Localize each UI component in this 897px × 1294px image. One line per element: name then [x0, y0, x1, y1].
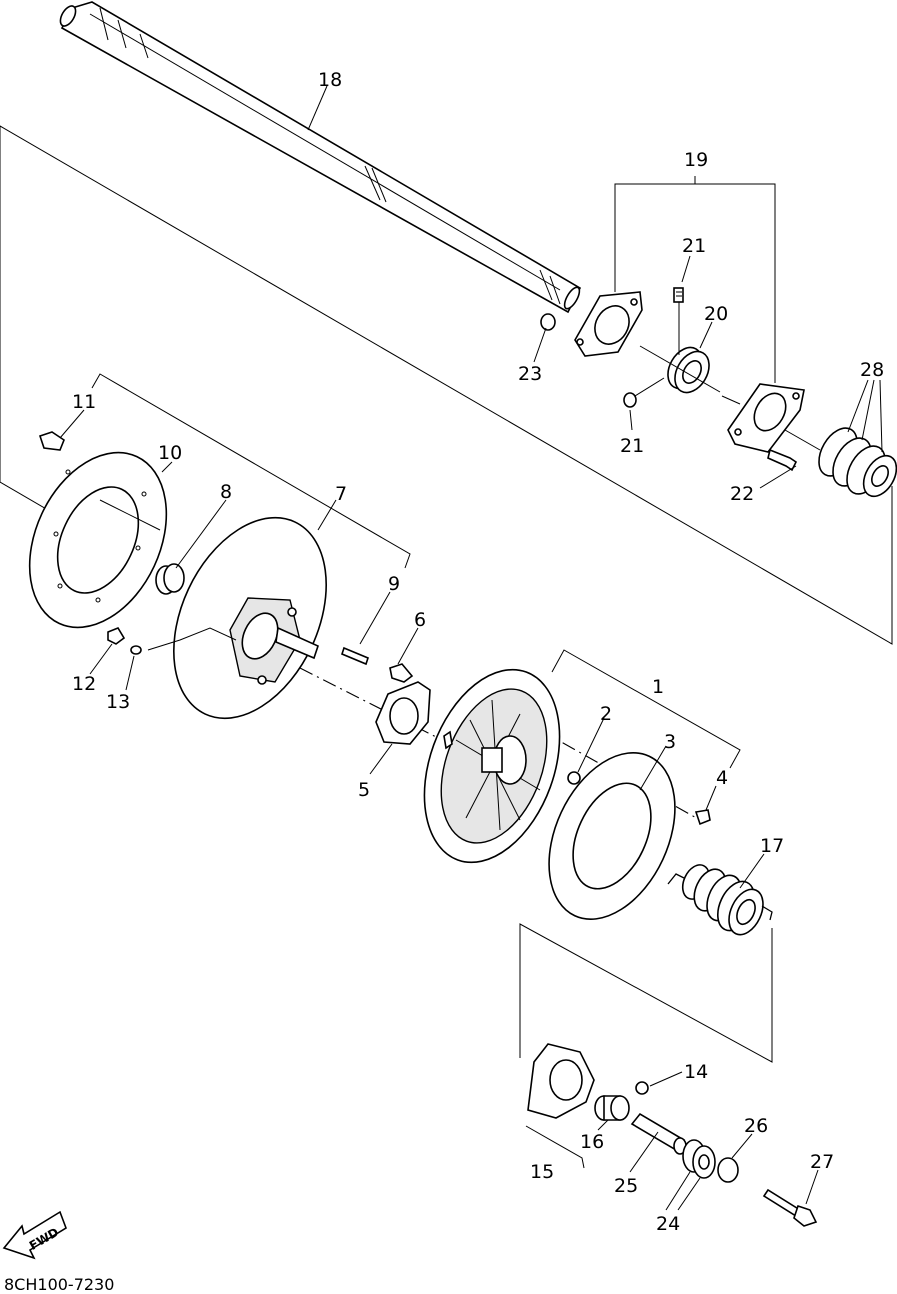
bolt-outer-plate [38, 431, 65, 451]
collar [99, 499, 185, 595]
callout-7: 7 [335, 483, 347, 505]
callout-18: 18 [318, 69, 342, 91]
callout-12: 12 [72, 673, 96, 695]
spring [667, 864, 773, 936]
outer-plate [28, 451, 168, 629]
spacer [630, 1112, 687, 1155]
callout-21-lower: 21 [620, 435, 644, 457]
cover-plate [375, 681, 431, 745]
washer-pair [682, 1139, 716, 1179]
nut-lower-bearing [623, 377, 665, 408]
callout-5: 5 [358, 779, 370, 801]
callout-11: 11 [72, 391, 96, 413]
inner-plate [548, 752, 676, 920]
callout-6: 6 [414, 609, 426, 631]
nut-flange [540, 313, 556, 331]
slider [567, 771, 581, 785]
callout-10: 10 [158, 442, 182, 464]
callout-4: 4 [716, 767, 728, 789]
grease-nipple [673, 287, 684, 355]
seal-bellows [818, 427, 897, 498]
callout-22: 22 [730, 483, 754, 505]
washer-end [717, 1157, 739, 1183]
forward-arrow-icon: FWD [2, 1210, 67, 1260]
screw [694, 809, 711, 826]
bolt-sheave [107, 627, 126, 645]
drawing-code: 8CH100-7230 [4, 1275, 114, 1294]
callout-20: 20 [704, 303, 728, 325]
callout-8: 8 [220, 481, 232, 503]
callout-15: 15 [530, 1161, 554, 1183]
spring-seat [527, 1043, 595, 1119]
callout-19: 19 [684, 149, 708, 171]
leader-lines [59, 85, 883, 1211]
callout-13: 13 [106, 691, 130, 713]
callout-17: 17 [760, 835, 784, 857]
callout-1: 1 [652, 676, 664, 698]
assembly-bracket-lines [0, 125, 893, 1063]
callout-9: 9 [388, 573, 400, 595]
pin [341, 646, 369, 666]
callout-27: 27 [810, 1151, 834, 1173]
washer-sheave [130, 627, 237, 655]
bolt-flange [767, 448, 798, 472]
bolt-end [762, 1188, 818, 1227]
movable-sheave [423, 668, 561, 864]
bushing [594, 1095, 630, 1121]
bearing [639, 345, 721, 394]
callout-3: 3 [664, 731, 676, 753]
bearing-flange-upper [574, 291, 643, 357]
drive-shaft [59, 1, 582, 314]
callout-26: 26 [744, 1115, 768, 1137]
callout-14: 14 [684, 1061, 708, 1083]
callout-2: 2 [600, 703, 612, 725]
nut-seat [635, 1081, 649, 1095]
callout-21-upper: 21 [682, 235, 706, 257]
callout-23: 23 [518, 363, 542, 385]
callout-16: 16 [580, 1131, 604, 1153]
callout-25: 25 [614, 1175, 638, 1197]
fixed-sheave [173, 516, 327, 720]
callout-24: 24 [656, 1213, 680, 1235]
callout-28: 28 [860, 359, 884, 381]
bolt-cover [389, 663, 414, 683]
bearing-flange-lower [721, 383, 821, 453]
